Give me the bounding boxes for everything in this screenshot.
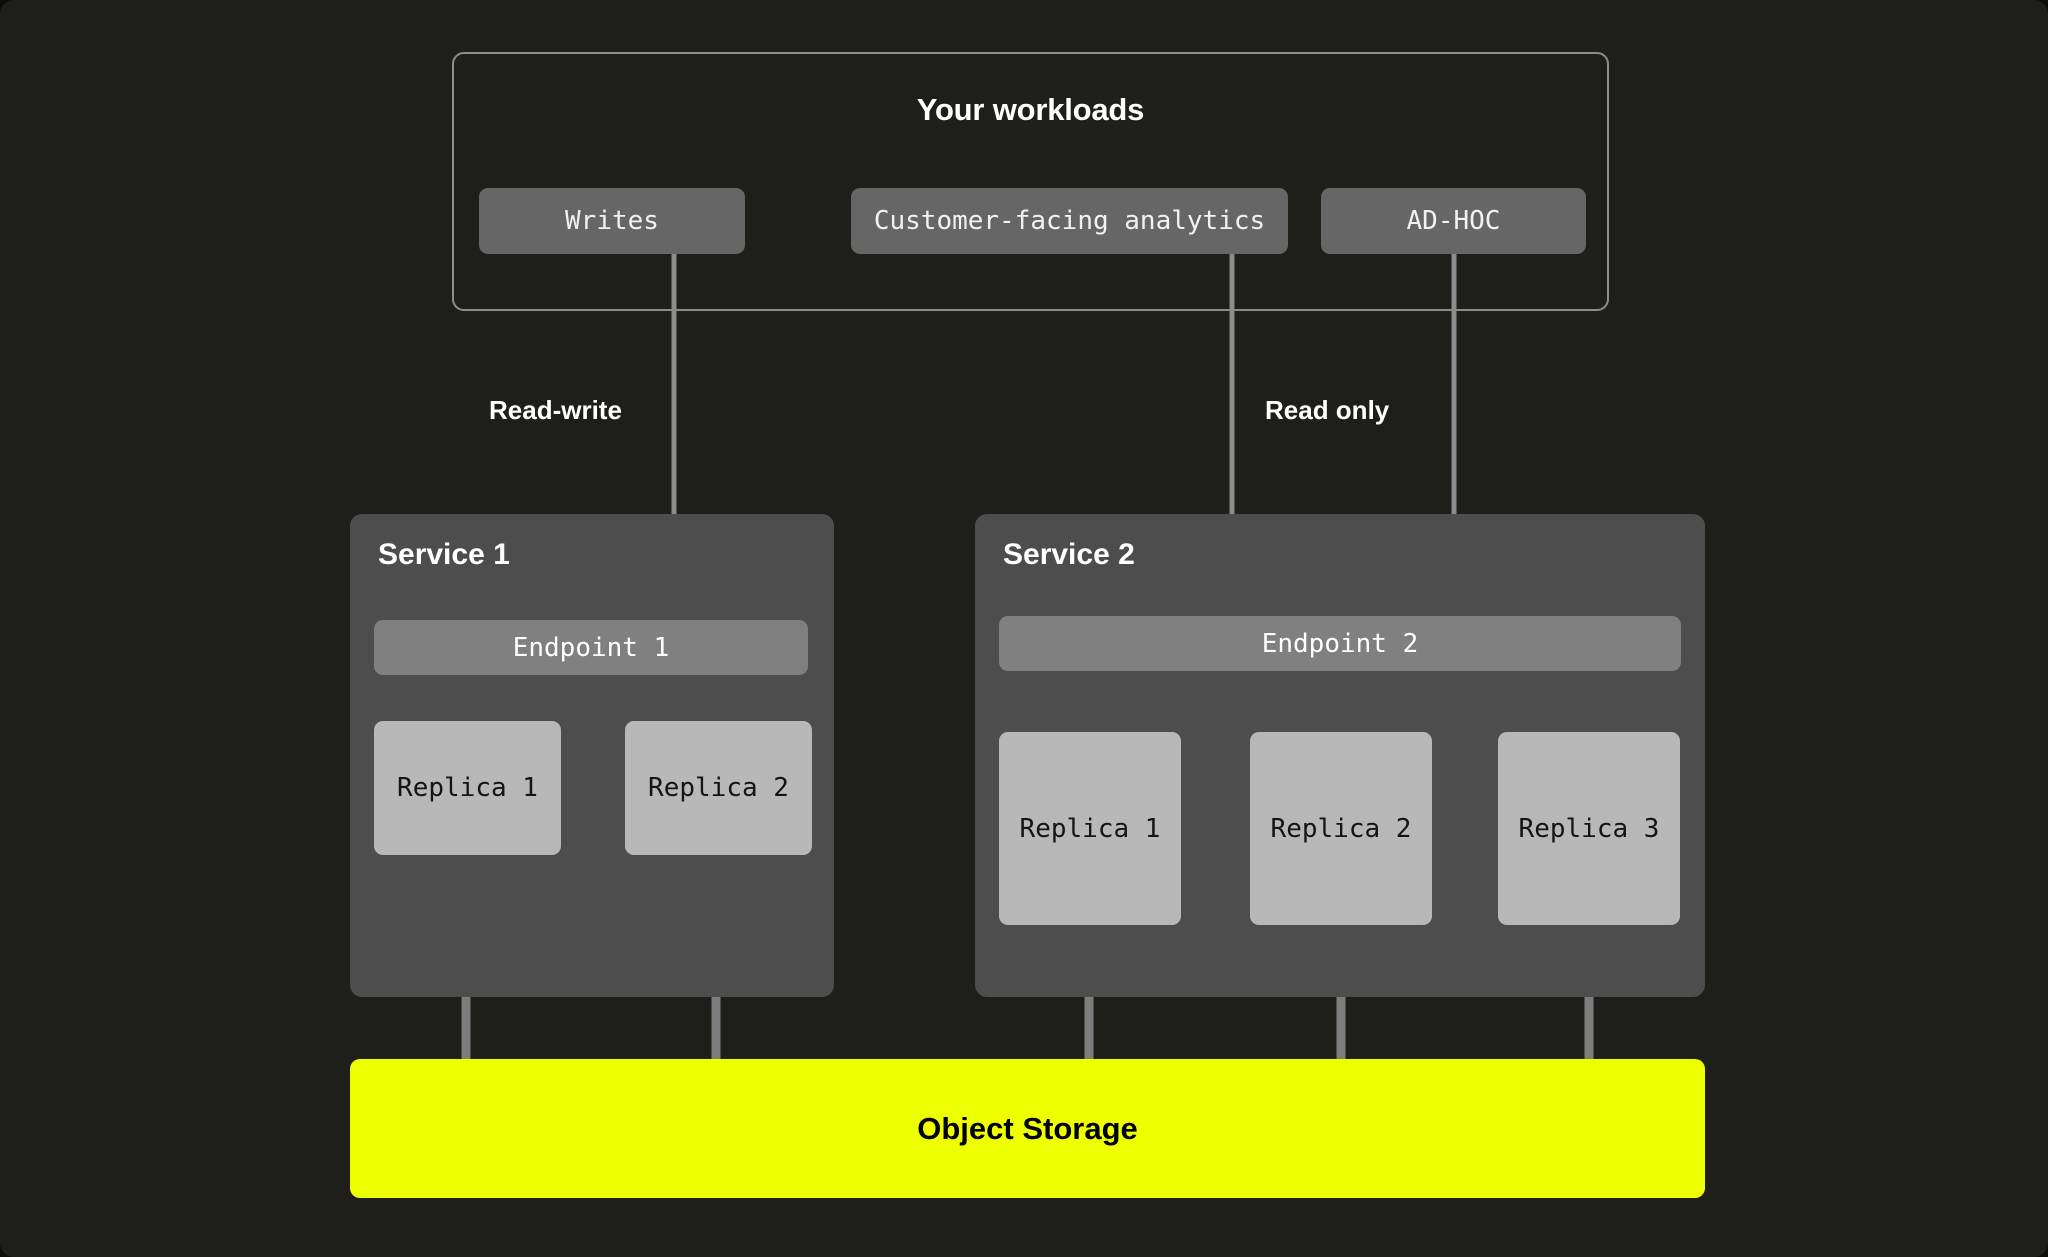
- object-storage-bar[interactable]: Object Storage: [350, 1059, 1705, 1198]
- service-1-replica-2[interactable]: Replica 2: [625, 721, 812, 855]
- service-2-replica-3-label: Replica 3: [1518, 813, 1660, 844]
- workloads-container: Your workloads: [452, 52, 1609, 311]
- service-panel-2: Service 2 Endpoint 2 Replica 1 Replica 2…: [975, 514, 1705, 997]
- edge-label-read-write: Read-write: [489, 395, 622, 425]
- service-2-replica-2[interactable]: Replica 2: [1250, 732, 1432, 925]
- workload-chip-ad-hoc-label: AD-HOC: [1406, 206, 1501, 236]
- service-1-title: Service 1: [378, 538, 510, 571]
- workload-chip-writes-label: Writes: [565, 206, 659, 236]
- workloads-title: Your workloads: [916, 92, 1145, 127]
- workload-chip-ad-hoc[interactable]: AD-HOC: [1321, 188, 1586, 254]
- service-2-replica-1[interactable]: Replica 1: [999, 732, 1181, 925]
- edge-label-read-only: Read only: [1265, 395, 1390, 425]
- workload-chip-customer-facing-analytics[interactable]: Customer-facing analytics: [851, 188, 1288, 254]
- service-2-replica-3[interactable]: Replica 3: [1498, 732, 1680, 925]
- object-storage-label: Object Storage: [917, 1110, 1138, 1146]
- endpoint-1[interactable]: Endpoint 1: [374, 620, 808, 675]
- service-2-replica-2-label: Replica 2: [1270, 813, 1412, 844]
- endpoint-1-label: Endpoint 1: [512, 632, 670, 663]
- service-2-replica-1-label: Replica 1: [1019, 813, 1161, 844]
- service-panel-1: Service 1 Endpoint 1 Replica 1 Replica 2: [350, 514, 834, 997]
- service-1-replica-1[interactable]: Replica 1: [374, 721, 561, 855]
- endpoint-2[interactable]: Endpoint 2: [999, 616, 1681, 671]
- endpoint-2-label: Endpoint 2: [1261, 628, 1419, 659]
- workload-chip-customer-facing-analytics-label: Customer-facing analytics: [873, 206, 1266, 236]
- workload-chip-writes[interactable]: Writes: [479, 188, 745, 254]
- service-2-title: Service 2: [1003, 538, 1135, 571]
- service-1-replica-1-label: Replica 1: [397, 773, 538, 803]
- service-1-replica-2-label: Replica 2: [648, 773, 789, 803]
